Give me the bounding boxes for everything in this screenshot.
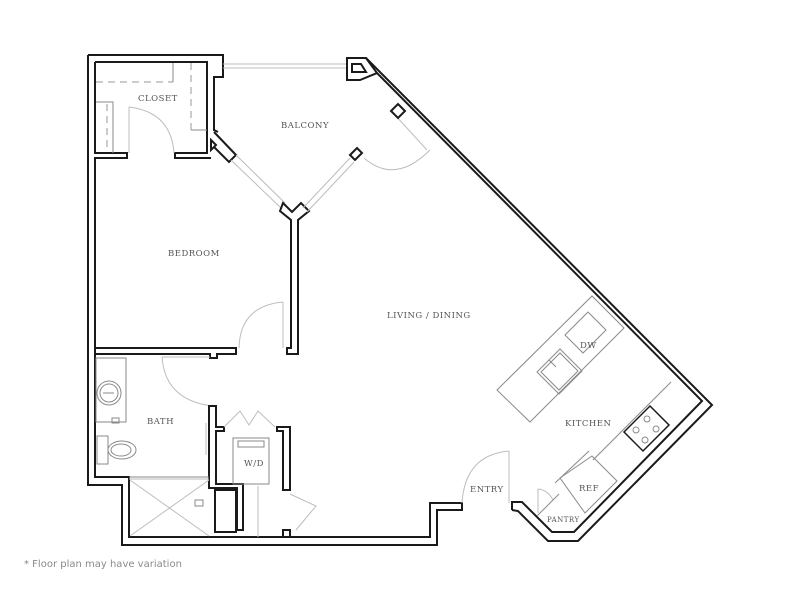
room-labels: CLOSET BALCONY BEDROOM LIVING / DINING D… <box>138 94 611 524</box>
label-ref: REF <box>579 484 599 494</box>
label-balcony: BALCONY <box>281 121 329 131</box>
exterior-walls <box>87 54 714 546</box>
label-wd: W/D <box>244 459 264 469</box>
label-bedroom: BEDROOM <box>168 249 220 259</box>
bath-fixtures <box>95 357 210 537</box>
kitchen-fixtures <box>461 295 672 517</box>
label-kitchen: KITCHEN <box>565 419 611 429</box>
label-bath: BATH <box>147 417 174 427</box>
label-living-dining: LIVING / DINING <box>387 311 471 321</box>
label-pantry: PANTRY <box>547 516 580 524</box>
closet-fixtures <box>96 63 207 154</box>
footnote: * Floor plan may have variation <box>24 559 182 570</box>
label-entry: ENTRY <box>470 485 504 495</box>
label-closet: CLOSET <box>138 94 178 104</box>
interior-walls <box>95 102 431 538</box>
label-dw: DW <box>580 341 597 351</box>
